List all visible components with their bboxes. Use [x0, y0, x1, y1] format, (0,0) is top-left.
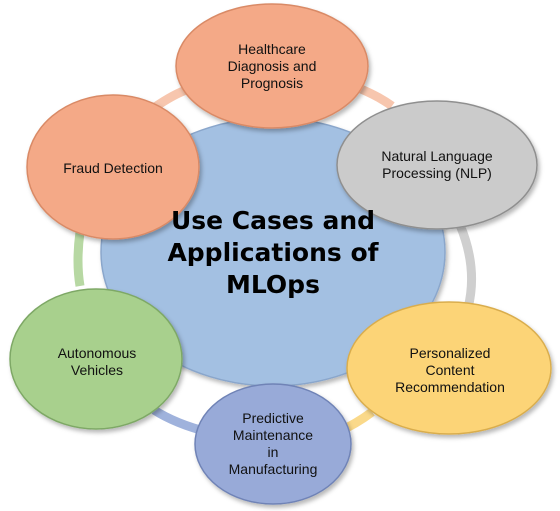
- node-label-maintenance: Predictive Maintenance in Manufacturing: [228, 410, 318, 477]
- node-label-autonomous: Autonomous Vehicles: [57, 345, 137, 378]
- node-label-nlp: Natural Language Processing (NLP): [381, 148, 493, 181]
- node-circle-content: [346, 301, 552, 435]
- node-circle-maintenance: [194, 383, 352, 505]
- node-label-fraud: Fraud Detection: [63, 159, 163, 176]
- node-label-content: Personalized Content Recommendation: [395, 344, 505, 395]
- node-circle-fraud: [26, 94, 200, 240]
- center-title: Use Cases and Applications of MLOps: [167, 206, 379, 299]
- ring-arc-autonomous-to-fraud: [73, 231, 85, 287]
- node-circle-autonomous: [9, 288, 183, 430]
- node-circle-nlp: [336, 100, 538, 230]
- node-label-healthcare: Healthcare Diagnosis and Prognosis: [227, 40, 317, 91]
- ring-arc-nlp-to-content: [455, 223, 477, 310]
- node-circle-healthcare: [175, 3, 369, 129]
